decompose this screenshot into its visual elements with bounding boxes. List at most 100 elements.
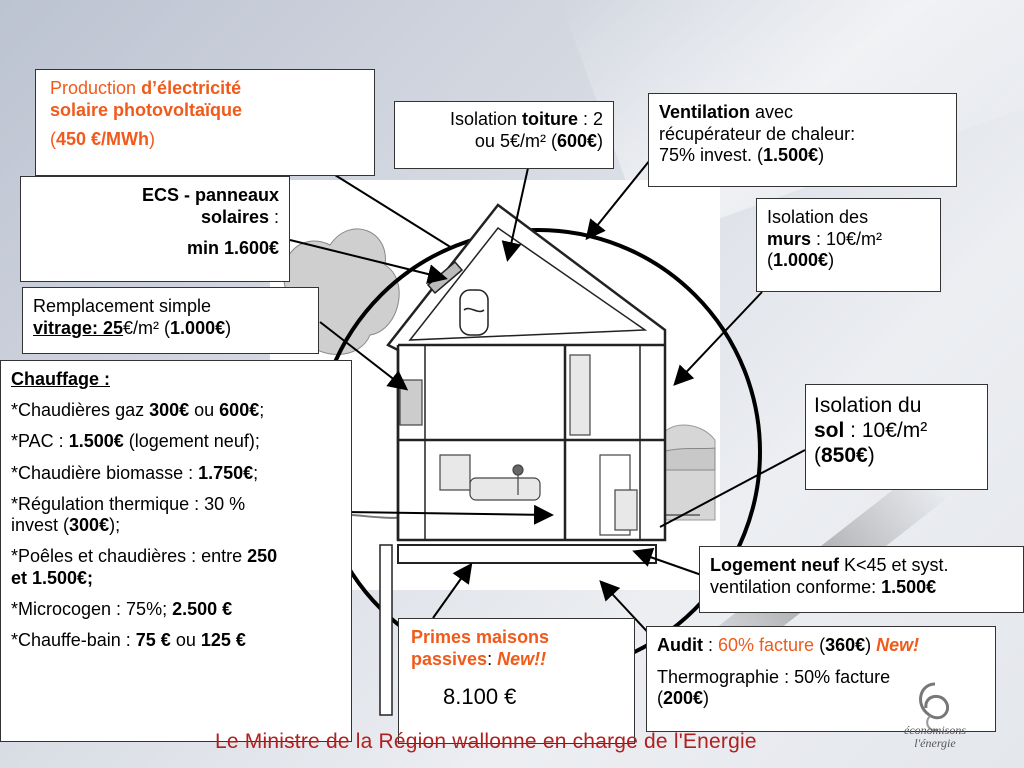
toiture-text: Isolation (449, 109, 522, 129)
murs-line2: murs : 10€/m² (767, 229, 940, 251)
audit-line3: (200€) (657, 688, 995, 710)
annex-wall (379, 544, 393, 716)
sol-line2: sol : 10€/m² (814, 418, 987, 443)
primes-line2: passives: New!! (411, 649, 634, 671)
audit-percent: 60% facture (718, 635, 815, 655)
audit-box: Audit : 60% facture (360€) New! Thermogr… (646, 626, 996, 732)
ecs-line1: ECS - panneaux (21, 185, 279, 207)
production-box: Production d’électricité solaire photovo… (35, 69, 375, 176)
ventilation-text3: 75% invest. ( (659, 145, 764, 166)
chauffage-chauffebain-price1: 75 € (135, 630, 171, 651)
pointer-arrows (289, 159, 806, 641)
sol-bold: sol (814, 419, 845, 443)
logement-amount: 1.500€ (881, 576, 937, 597)
ecs-bold2: solaires (200, 206, 269, 227)
chauffage-gaz-price2: 600€ (219, 400, 260, 421)
murs-bold: murs (767, 228, 812, 249)
arrow-chauffage (344, 504, 554, 525)
arrow-sol (659, 449, 806, 528)
audit-colon: : (702, 635, 718, 655)
production-bold: d’électricité (141, 78, 242, 98)
vitrage-paren: ) (225, 317, 232, 338)
toiture-bold: toiture (521, 109, 578, 129)
chauffage-gaz-ou: ou (189, 400, 220, 421)
primes-line1: Primes maisons (411, 627, 634, 649)
chauffage-regulation-text2: invest ( (11, 515, 70, 536)
tree-right (659, 424, 716, 521)
ventilation-line2: récupérateur de chaleur: (659, 123, 856, 144)
chauffage-poeles-text: *Poêles et chaudières : entre (11, 546, 248, 567)
vitrage-bold: vitrage: 25 (33, 317, 124, 338)
murs-price: : 10€/m² (811, 228, 883, 249)
murs-line3: (1.000€) (767, 250, 940, 272)
logement-bold: Logement neuf (710, 555, 839, 575)
chauffage-regulation-text: *Régulation thermique : 30 % (11, 493, 246, 514)
ecs-bold: ECS - panneaux (141, 185, 279, 205)
arrow-murs (673, 291, 763, 386)
chauffage-gaz-price1: 300€ (149, 400, 190, 421)
murs-line1: Isolation des (767, 207, 869, 227)
chauffage-biomasse-text: *Chaudière biomasse : (11, 462, 199, 483)
chauffage-item-regulation: *Régulation thermique : 30 % invest (300… (11, 494, 351, 536)
toiture-amount: 600€ (556, 130, 597, 151)
arrow-toiture (501, 167, 529, 262)
arrow-ecs (289, 239, 448, 284)
chauffage-pac-price: 1.500€ (68, 431, 124, 452)
primes-colon: : (487, 648, 498, 669)
primes-new-badge: New!! (497, 648, 547, 669)
vitrage-line2: vitrage: 25€/m² (1.000€) (33, 318, 318, 340)
production-line3: (450 €/MWh) (50, 129, 374, 151)
logo-line1: économisons (904, 723, 966, 737)
primes-box: Primes maisons passives: New!! 8.100 € (398, 618, 635, 744)
logement-line1: Logement neuf K<45 et syst. (710, 555, 1023, 577)
sol-price: : 10€/m² (844, 419, 928, 443)
audit-paren-open: ( (814, 635, 826, 655)
production-text: Production (50, 78, 142, 98)
logo-line2: l'énergie (914, 735, 956, 750)
ventilation-line3: 75% invest. (1.500€) (659, 145, 956, 167)
arrow-logement (632, 547, 711, 579)
toiture-line1: Isolation toiture : 2 (395, 109, 603, 131)
toiture-line2: ou 5€/m² (600€) (395, 131, 603, 153)
economisons-logo-icon (919, 682, 949, 732)
chauffage-title-text: Chauffage : (11, 369, 110, 389)
logo-text: économisons l'énergie (880, 724, 990, 749)
chauffage-title: Chauffage : (11, 369, 351, 390)
chauffage-regulation-end: ); (109, 515, 121, 536)
arrow-primes (432, 562, 473, 619)
murs-paren-open: ( (767, 250, 773, 271)
sol-line3: (850€) (814, 443, 987, 468)
ecs-box: ECS - panneaux solaires : min 1.600€ (20, 176, 290, 282)
sol-amount: 850€ (821, 444, 868, 468)
audit-line2: Thermographie : 50% facture (657, 666, 891, 687)
vitrage-box: Remplacement simple vitrage: 25€/m² (1.0… (22, 287, 319, 354)
chauffage-regulation-price: 300€ (69, 515, 110, 536)
murs-box: Isolation des murs : 10€/m² (1.000€) (756, 198, 941, 292)
chauffage-biomasse-price: 1.750€ (198, 462, 254, 483)
chauffage-box: Chauffage : *Chaudières gaz 300€ ou 600€… (0, 360, 352, 742)
primes-bold2: passives (411, 648, 488, 669)
logement-box: Logement neuf K<45 et syst. ventilation … (699, 546, 1024, 613)
footer-text: Le Ministre de la Région wallonne en cha… (215, 730, 757, 753)
ventilation-text: avec (750, 102, 794, 122)
arrow-ventilation (585, 159, 651, 241)
chauffage-microcogen-price: 2.500 € (172, 598, 233, 619)
chauffage-poeles-price2: et 1.500€; (11, 567, 94, 588)
ecs-line2: solaires : (21, 207, 279, 229)
ventilation-bold: Ventilation (659, 102, 751, 122)
murs-paren-close: ) (828, 250, 835, 271)
chauffage-chauffebain-ou: ou (170, 630, 201, 651)
foundation (397, 544, 657, 564)
production-paren-open: ( (50, 129, 56, 150)
audit-amount: 360€ (825, 635, 866, 655)
ventilation-amount: 1.500€ (763, 145, 819, 166)
arrow-vitrage (319, 321, 409, 391)
sol-paren-open: ( (814, 444, 821, 468)
ventilation-line1: Ventilation avec (659, 102, 956, 124)
sol-box: Isolation du sol : 10€/m² (850€) (805, 384, 988, 490)
production-paren-close: ) (149, 129, 156, 150)
ecs-line3: min 1.600€ (21, 238, 279, 260)
audit-paren-close: ) (865, 635, 877, 655)
audit-paren-close2: ) (703, 688, 710, 709)
chauffage-item-chauffebain: *Chauffe-bain : 75 € ou 125 € (11, 630, 351, 651)
